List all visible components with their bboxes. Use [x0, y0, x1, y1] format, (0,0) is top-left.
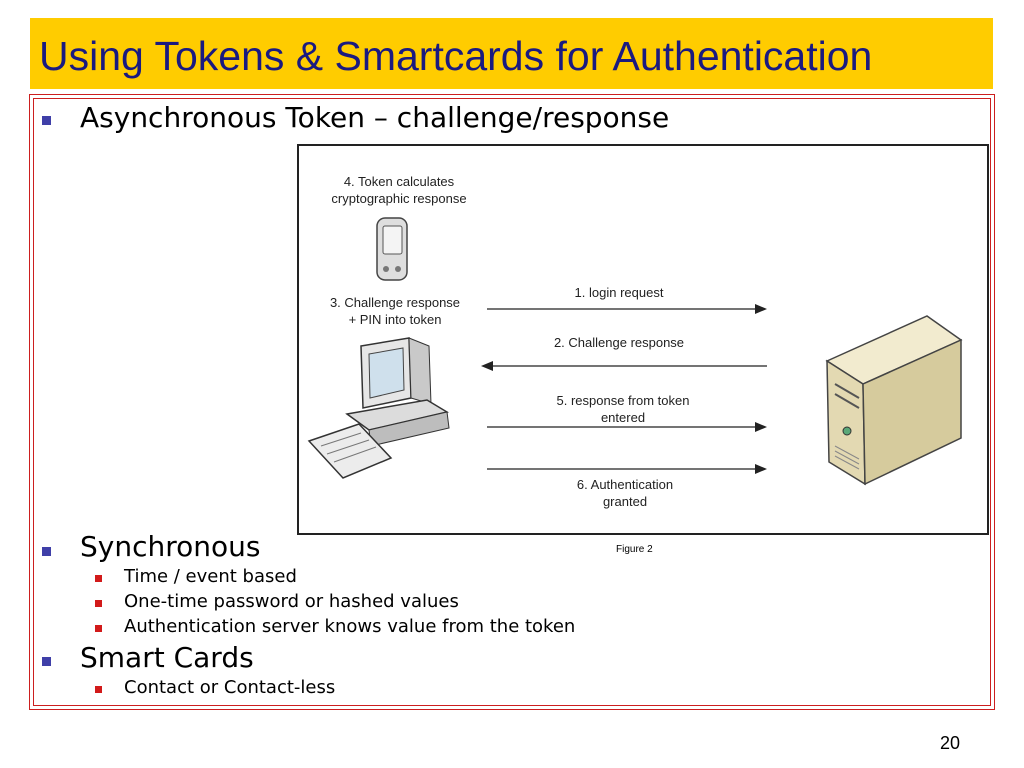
- arrow-challenge-response: [481, 361, 767, 371]
- arrow-2-label: 2. Challenge response: [554, 335, 684, 350]
- sub-bullet-marker: [95, 686, 102, 693]
- computer-icon: [307, 337, 450, 479]
- arrow-authentication-granted: [487, 464, 767, 474]
- token-device-icon: [376, 217, 408, 281]
- sub-bullet-auth-server: Authentication server knows value from t…: [124, 616, 576, 637]
- arrow-5-label-line-2: entered: [601, 410, 645, 425]
- figure-caption: Figure 2: [616, 544, 653, 555]
- bullet-smart-cards: Smart Cards: [80, 641, 254, 674]
- arrow-response-entered: [487, 422, 767, 432]
- sub-bullet-time-event: Time / event based: [124, 566, 297, 587]
- challenge-response-diagram: 4. Token calculates cryptographic respon…: [307, 174, 963, 509]
- sub-bullet-contact: Contact or Contact-less: [124, 677, 336, 698]
- bullet-asynchronous-token: Asynchronous Token – challenge/response: [80, 101, 670, 134]
- arrow-6-label-line-1: 6. Authentication: [577, 477, 673, 492]
- token-label-line-2: cryptographic response: [331, 191, 466, 206]
- content-frame-inner: [33, 98, 991, 706]
- arrow-login-request: [487, 304, 767, 314]
- figure-diagram: 4. Token calculates cryptographic respon…: [297, 144, 989, 535]
- slide-title: Using Tokens & Smartcards for Authentica…: [39, 33, 873, 79]
- bullet-marker: [42, 116, 51, 125]
- server-icon: [825, 315, 963, 486]
- bullet-marker: [42, 657, 51, 666]
- bullet-synchronous: Synchronous: [80, 530, 261, 563]
- content-frame-outer: [29, 94, 995, 710]
- page-number: 20: [940, 733, 961, 753]
- arrow-5-label-line-1: 5. response from token: [557, 393, 690, 408]
- pc-label-line-1: 3. Challenge response: [330, 295, 460, 310]
- arrow-1-label: 1. login request: [575, 285, 664, 300]
- sub-bullet-marker: [95, 600, 102, 607]
- sub-bullet-marker: [95, 575, 102, 582]
- title-bar: Using Tokens & Smartcards for Authentica…: [30, 18, 993, 89]
- token-label-line-1: 4. Token calculates: [344, 174, 455, 189]
- sub-bullet-marker: [95, 625, 102, 632]
- arrow-6-label-line-2: granted: [603, 494, 647, 509]
- bullet-marker: [42, 547, 51, 556]
- sub-bullet-one-time-password: One-time password or hashed values: [124, 591, 459, 612]
- pc-label-line-2: + PIN into token: [349, 312, 442, 327]
